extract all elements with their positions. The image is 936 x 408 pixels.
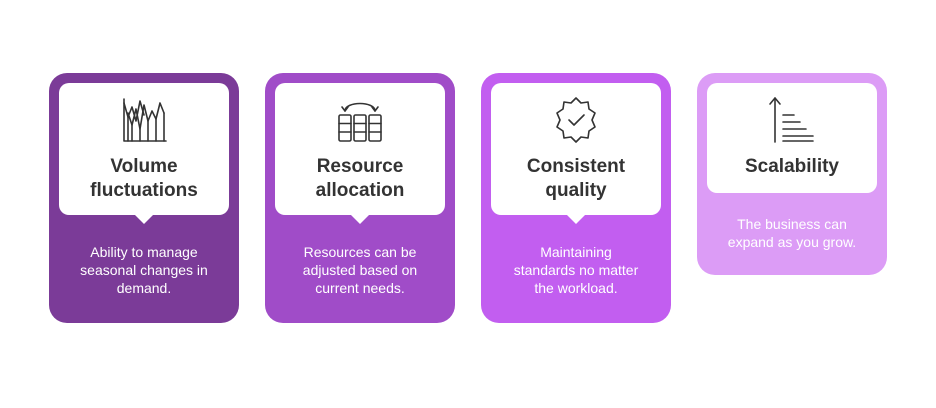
card-volume-fluctuations: Volume fluctuations Ability to manage se… <box>49 73 239 323</box>
scalability-growth-icon <box>767 95 817 145</box>
resource-allocation-icon <box>335 95 385 145</box>
card-description: Maintaining standards no matter the work… <box>513 244 639 296</box>
card-resource-allocation: Resource allocation Resources can be adj… <box>265 73 455 323</box>
card-description: The business can expand as you grow. <box>727 216 857 250</box>
card-scalability: Scalability The business can expand as y… <box>697 73 887 275</box>
quality-badge-check-icon <box>551 95 601 145</box>
card-description: Resources can be adjusted based on curre… <box>302 244 418 296</box>
card-header-bubble: Scalability <box>707 83 877 193</box>
card-title: Consistent quality <box>526 156 626 201</box>
line-chart-icon <box>119 95 169 145</box>
card-header-bubble: Consistent quality <box>491 83 661 224</box>
card-title: Volume fluctuations <box>90 156 198 201</box>
card-header-bubble: Resource allocation <box>275 83 445 224</box>
card-description: Ability to manage seasonal changes in de… <box>80 244 208 296</box>
card-title: Scalability <box>745 156 839 177</box>
card-consistent-quality: Consistent quality Maintaining standards… <box>481 73 671 323</box>
card-title: Resource allocation <box>315 156 405 201</box>
card-header-bubble: Volume fluctuations <box>59 83 229 224</box>
